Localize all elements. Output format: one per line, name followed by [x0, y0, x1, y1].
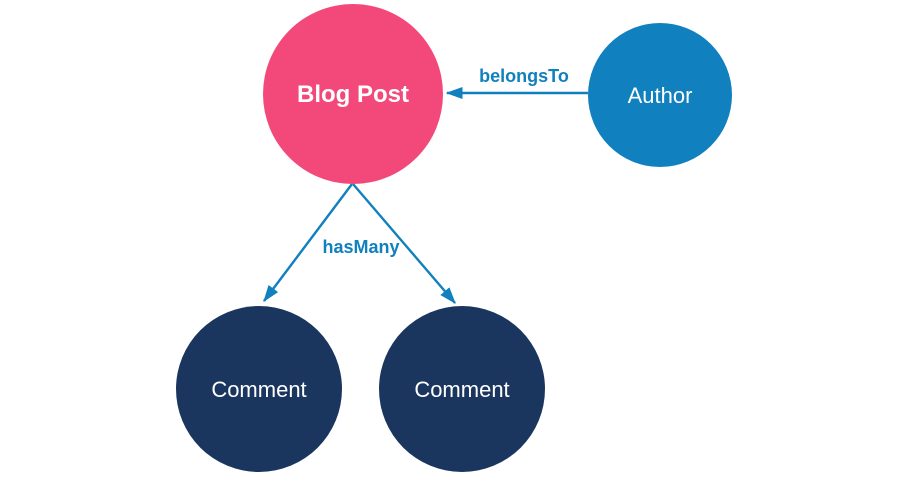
node-comment-2-label: Comment — [414, 377, 509, 402]
node-author-circle — [588, 23, 732, 167]
edge-label-hasmany: hasMany — [322, 237, 399, 257]
node-author: Author — [588, 23, 732, 167]
edge-author-belongsto-blogpost: belongsTo — [445, 66, 588, 99]
node-comment-2-circle — [379, 306, 545, 472]
edge-line-hasmany-right — [352, 183, 456, 304]
edge-blogpost-hasmany-comment-2: hasMany — [322, 183, 456, 304]
node-comment-1-circle — [176, 306, 342, 472]
node-comment-2: Comment — [379, 306, 545, 472]
node-blog-post-circle — [263, 4, 443, 184]
edge-line-hasmany-left — [263, 183, 353, 302]
node-comment-1-label: Comment — [211, 377, 306, 402]
node-author-label: Author — [628, 83, 693, 108]
edge-blogpost-hasmany-comment-1 — [263, 183, 353, 302]
edge-label-belongsto: belongsTo — [479, 66, 569, 86]
node-comment-1: Comment — [176, 306, 342, 472]
node-blog-post: Blog Post — [263, 4, 443, 184]
node-blog-post-label: Blog Post — [297, 81, 409, 108]
